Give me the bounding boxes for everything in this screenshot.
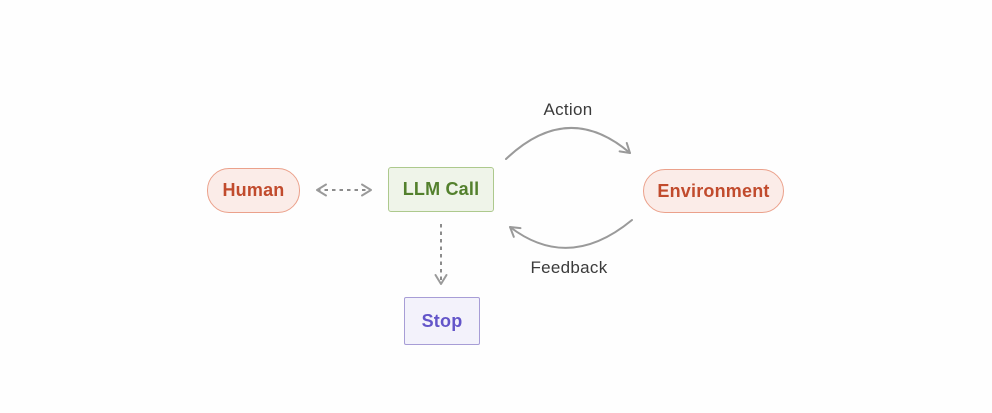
environment-node-label: Environment <box>657 180 770 201</box>
feedback-arrow <box>509 219 633 249</box>
action-arrow <box>505 126 631 160</box>
llm-call-node: LLM Call <box>388 167 494 212</box>
environment-node: Environment <box>643 169 784 213</box>
stop-node: Stop <box>404 297 480 345</box>
llm-call-node-label: LLM Call <box>402 179 480 199</box>
feedback-edge-label: Feedback <box>530 258 608 277</box>
stop-node-label: Stop <box>421 310 463 331</box>
action-edge-label: Action <box>543 100 593 119</box>
human-node: Human <box>207 168 300 213</box>
human-node-label: Human <box>222 180 285 200</box>
